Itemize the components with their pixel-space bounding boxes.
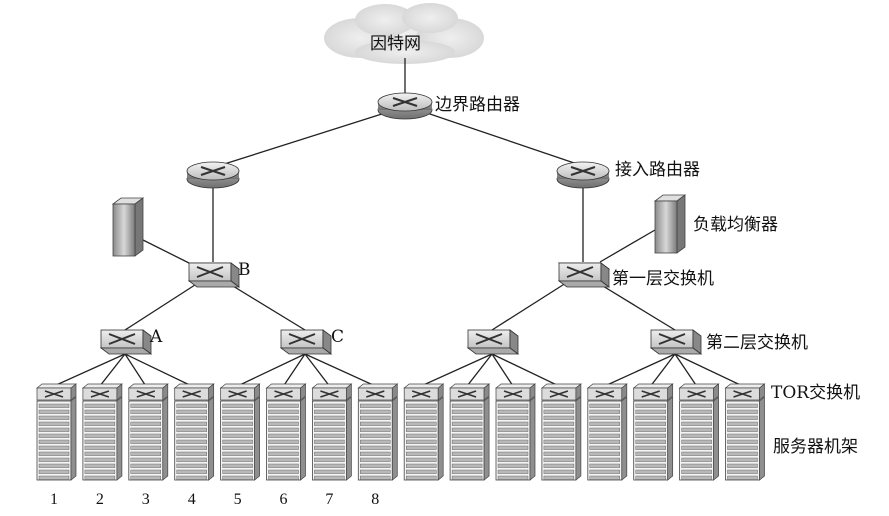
- tor-switch-label: TOR交换机: [771, 383, 860, 403]
- tier2-switch-label: 第二层交换机: [706, 333, 808, 353]
- router-icon: [556, 161, 610, 189]
- server-rack-icon: [632, 383, 674, 481]
- server-rack-icon: [495, 383, 536, 481]
- server-rack-icon: [173, 383, 215, 481]
- rack-number: 7: [325, 491, 333, 508]
- switch-icon: [279, 329, 333, 355]
- cloud-icon: [324, 3, 484, 64]
- server-racks: [36, 383, 766, 481]
- server-rack-icon: [265, 383, 307, 481]
- switch-c-label: C: [331, 327, 344, 347]
- rack-number: 8: [371, 491, 379, 508]
- server-rack-icon: [540, 383, 582, 481]
- rack-number: 6: [280, 491, 288, 508]
- network-links: [124, 58, 676, 331]
- router-icon: [186, 161, 240, 189]
- server-rack-icon: [81, 383, 123, 481]
- server-rack-icon: [36, 383, 77, 481]
- tier1-switch-label: 第一层交换机: [612, 269, 714, 289]
- server-rack-label: 服务器机架: [773, 437, 858, 457]
- switch-icon: [557, 262, 611, 288]
- server-rack-icon: [449, 383, 491, 481]
- server-rack-icon: [311, 383, 353, 481]
- switch-icon: [466, 329, 520, 355]
- rack-number: 1: [50, 491, 58, 508]
- switch-icon: [99, 329, 153, 355]
- server-rack-icon: [678, 383, 720, 481]
- access-router-label: 接入路由器: [615, 160, 700, 180]
- server-rack-icon: [403, 383, 445, 481]
- router-icon: [377, 92, 433, 120]
- tor-uplinks: [53, 353, 743, 387]
- rack-number: 4: [188, 491, 196, 508]
- rack-number: 5: [234, 491, 242, 508]
- switch-b-label: B: [238, 260, 251, 280]
- switch-icon: [649, 329, 703, 355]
- server-rack-icon: [219, 383, 261, 481]
- server-rack-icon: [724, 383, 766, 481]
- load-balancer-label: 负载均衡器: [693, 215, 778, 235]
- rack-number: 3: [142, 491, 150, 508]
- internet-label: 因特网: [370, 34, 421, 54]
- border-router-label: 边界路由器: [435, 95, 520, 115]
- server-rack-icon: [357, 383, 399, 481]
- switch-a-label: A: [149, 327, 163, 347]
- server-rack-icon: [586, 383, 628, 481]
- switch-icon: [187, 262, 241, 288]
- server-icon: [111, 197, 145, 257]
- rack-numbers: 1 2 3 4 5 6 7 8: [50, 491, 379, 508]
- server-icon: [653, 194, 687, 254]
- server-rack-icon: [127, 383, 169, 481]
- rack-number: 2: [96, 491, 104, 508]
